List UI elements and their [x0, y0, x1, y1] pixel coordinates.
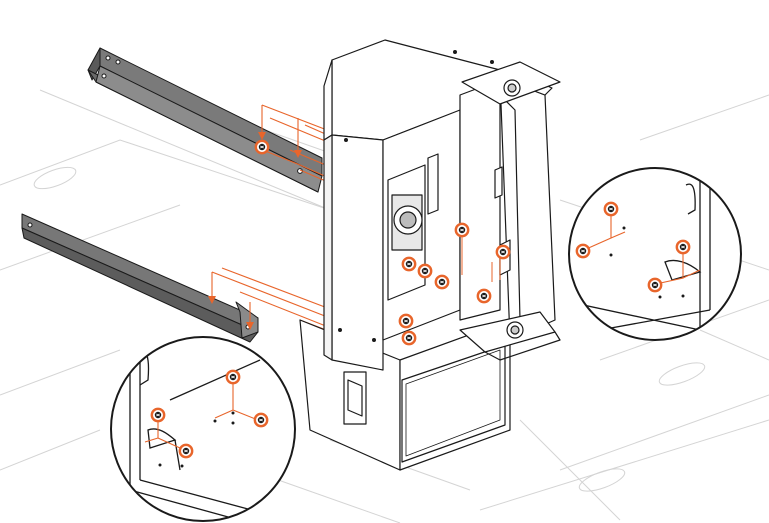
screw-icon: [454, 222, 470, 238]
screw-icon: [417, 263, 433, 279]
screw-icon: [254, 139, 270, 155]
screw-icon: [401, 330, 417, 346]
screw-icon: [225, 369, 241, 385]
screw-icon: [603, 201, 619, 217]
screw-icon: [150, 407, 166, 423]
screw-icon: [575, 243, 591, 259]
arrow-down-icon: [208, 132, 302, 330]
screw-icon: [401, 256, 417, 272]
screw-icon: [178, 443, 194, 459]
screw-icon: [398, 313, 414, 329]
upper-rail: [87, 47, 323, 193]
detail-callout-right: [568, 167, 742, 341]
screw-icon: [647, 277, 663, 293]
detail-callout-left: [110, 336, 296, 522]
cabinet: [299, 39, 561, 471]
screw-icon: [434, 274, 450, 290]
screw-icon: [495, 244, 511, 260]
screw-icon: [476, 288, 492, 304]
screw-icon: [675, 239, 691, 255]
lower-rail: [21, 213, 259, 343]
screw-icon: [253, 412, 269, 428]
